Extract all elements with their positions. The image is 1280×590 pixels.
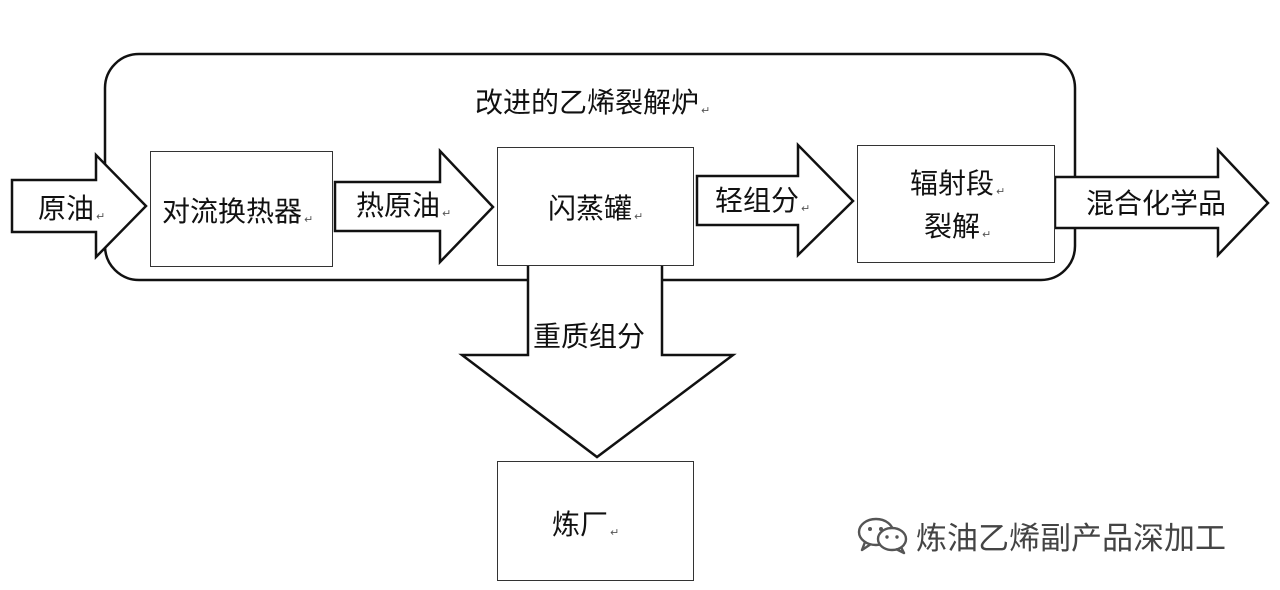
hot-crude-label: 热原油↵ bbox=[356, 189, 452, 222]
products-label: 混合化学品 bbox=[1086, 187, 1227, 220]
convection-label: 对流换热器↵ bbox=[162, 195, 314, 228]
flash-label: 闪蒸罐↵ bbox=[548, 192, 644, 225]
flash-box bbox=[497, 147, 694, 266]
heavy-label: 重质组分 bbox=[533, 320, 646, 353]
furnace-title: 改进的乙烯裂解炉↵ bbox=[475, 86, 711, 119]
radiant-label-2: 裂解↵ bbox=[924, 210, 992, 243]
wechat-icon bbox=[857, 517, 908, 555]
arrow-hot-crude bbox=[333, 147, 495, 266]
radiant-label-1: 辐射段↵ bbox=[910, 167, 1006, 200]
arrow-heavy bbox=[458, 260, 737, 459]
arrow-crude bbox=[10, 151, 148, 261]
refinery-box bbox=[497, 461, 694, 581]
light-label: 轻组分↵ bbox=[715, 184, 811, 217]
watermark-text: 炼油乙烯副产品深加工 bbox=[916, 520, 1226, 557]
arrow-light bbox=[695, 141, 855, 258]
refinery-label: 炼厂↵ bbox=[552, 508, 620, 541]
crude-label: 原油↵ bbox=[38, 192, 106, 225]
convection-box bbox=[150, 151, 333, 267]
arrow-products bbox=[1053, 146, 1270, 259]
radiant-box bbox=[857, 145, 1055, 263]
watermark: 炼油乙烯副产品深加工 bbox=[856, 513, 1226, 557]
